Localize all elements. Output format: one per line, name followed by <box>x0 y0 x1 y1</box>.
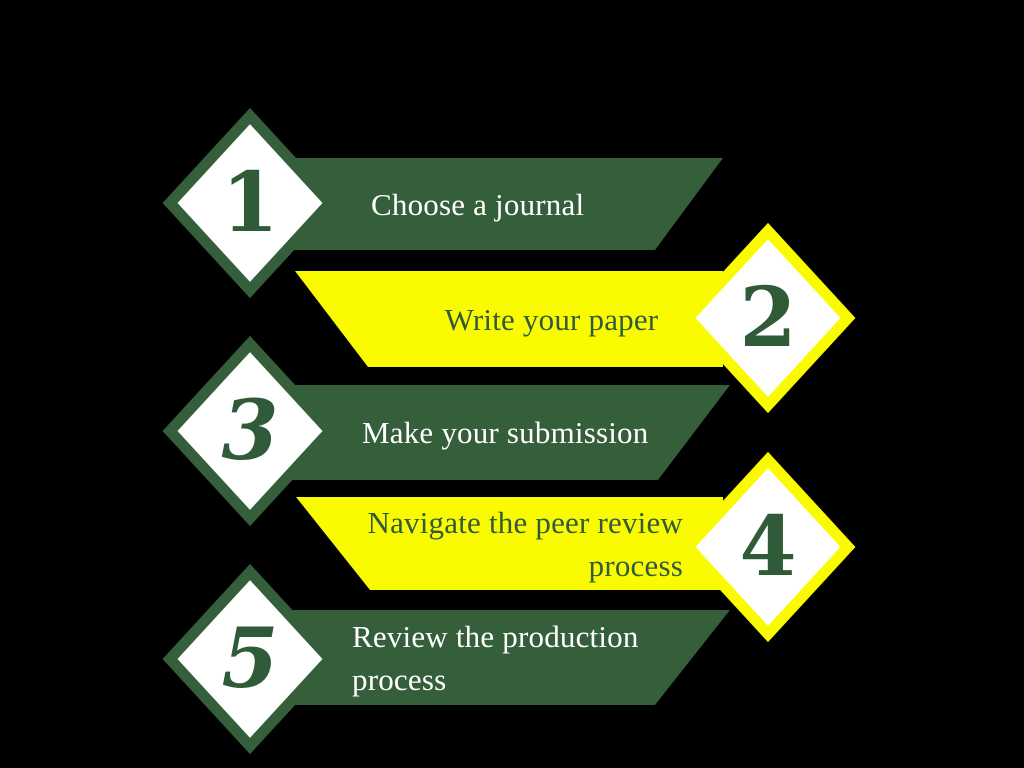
step-2-banner: Write your paper <box>295 271 723 367</box>
step-5-diamond <box>162 563 338 755</box>
step-5-banner: Review the production process <box>293 610 730 705</box>
step-5-number: 5 <box>221 611 279 707</box>
step-1-banner: Choose a journal <box>293 158 723 250</box>
step-3-number: 3 <box>221 383 279 479</box>
step-4-label: Navigate the peer review process <box>367 504 683 583</box>
step-3-diamond <box>162 335 338 527</box>
step-4-number: 4 <box>739 499 797 595</box>
step-2-label: Write your paper <box>444 301 659 337</box>
step-4-banner: Navigate the peer review process <box>296 497 723 590</box>
step-3-label: Make your submission <box>362 415 649 450</box>
step-5-label: Review the production process <box>352 618 639 697</box>
step-3-banner: Make your submission <box>293 385 730 480</box>
step-1-diamond <box>162 107 338 299</box>
step-2-diamond <box>680 222 856 414</box>
step-2-number: 2 <box>739 270 797 366</box>
step-4-diamond <box>680 451 856 643</box>
step-1-label: Choose a journal <box>371 186 585 222</box>
step-1-number: 1 <box>221 155 279 251</box>
